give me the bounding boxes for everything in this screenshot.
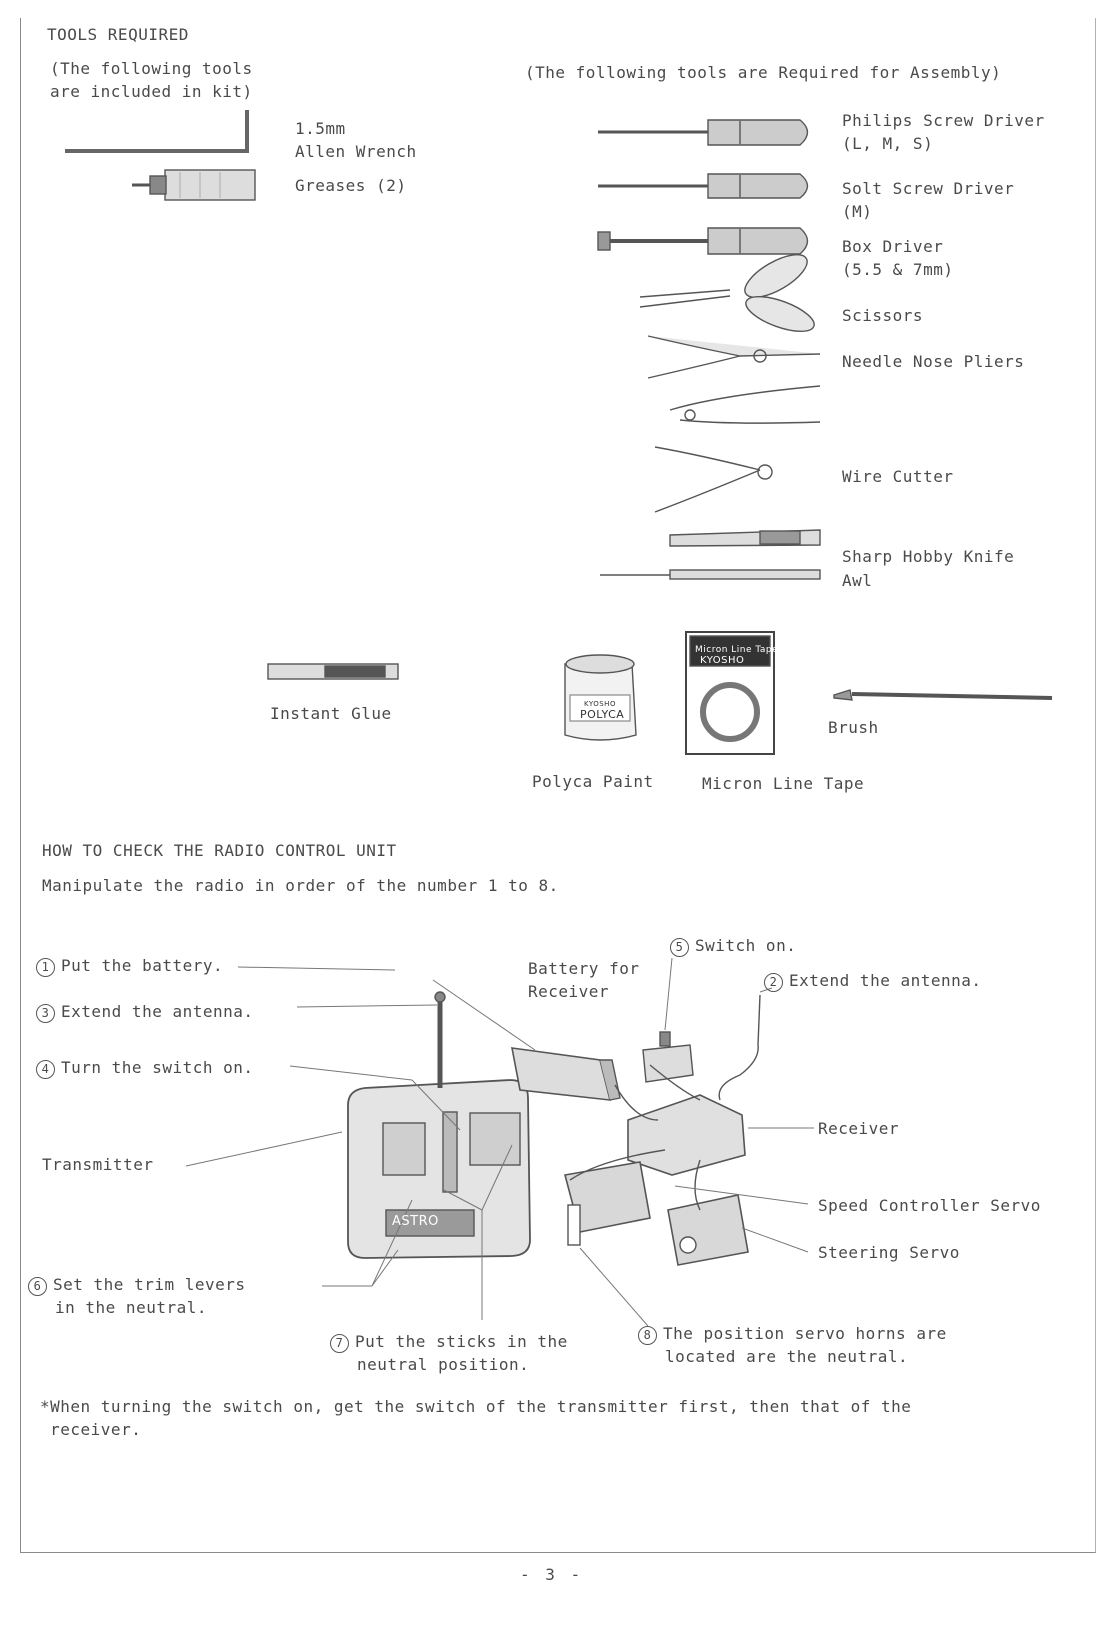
box-label-2: (5.5 & 7mm) <box>842 260 954 279</box>
step-8-text-2: located are the neutral. <box>665 1347 909 1366</box>
micron-tape-icon <box>685 631 775 755</box>
step-1: 1 Put the battery. <box>36 954 223 977</box>
allen-size: 1.5mm <box>295 119 346 138</box>
tape-label-caption: Micron Line Tape <box>702 774 865 793</box>
receiver-icon <box>627 1094 746 1176</box>
included-note-1: (The following tools <box>50 59 253 78</box>
step-5-text: Switch on. <box>695 936 797 955</box>
required-note: (The following tools are Required for As… <box>525 63 1002 82</box>
tape-label: Micron Line Tape <box>695 645 779 655</box>
page-frame <box>20 18 1096 1553</box>
step-7-text-2: neutral position. <box>357 1355 530 1374</box>
transmitter-icon <box>347 991 531 1259</box>
step-2-number: 2 <box>764 973 783 992</box>
step-8-text-1: The position servo horns are <box>663 1324 947 1343</box>
needle-nose-pliers-icon <box>647 335 821 379</box>
grease-tube-icon <box>132 169 256 201</box>
step-8-number: 8 <box>638 1326 657 1345</box>
slot-screwdriver-icon <box>598 173 809 199</box>
steering-servo-icon <box>667 1194 749 1266</box>
step-7-number: 7 <box>330 1334 349 1353</box>
brush-label: Brush <box>828 718 879 737</box>
tape-brand: KYOSHO <box>700 655 745 666</box>
speed-servo-icon <box>564 1161 651 1246</box>
paint-label: Polyca Paint <box>532 772 654 791</box>
cutter-label: Wire Cutter <box>842 467 954 486</box>
radio-heading: HOW TO CHECK THE RADIO CONTROL UNIT <box>42 841 397 860</box>
antenna-wire-icon <box>718 994 761 1101</box>
box-driver-icon <box>597 227 809 255</box>
page-number: - 3 - <box>520 1565 584 1584</box>
cutter-icon <box>669 385 821 424</box>
box-label-1: Box Driver <box>842 237 944 256</box>
philips-label-1: Philips Screw Driver <box>842 111 1045 130</box>
greases: Greases (2) <box>295 176 407 195</box>
step-4: 4 Turn the switch on. <box>36 1056 254 1079</box>
note-line-2: receiver. <box>40 1420 142 1439</box>
step-5-number: 5 <box>670 938 689 957</box>
battery-holder-icon <box>511 1047 621 1101</box>
step-1-number: 1 <box>36 958 55 977</box>
paint-name: POLYCA <box>580 708 625 721</box>
step-8: 8 The position servo horns are <box>638 1322 947 1345</box>
wire-cutter-icon <box>654 446 773 513</box>
step-3: 3 Extend the antenna. <box>36 1000 254 1023</box>
speed-servo-label: Speed Controller Servo <box>818 1196 1041 1215</box>
step-2-text: Extend the antenna. <box>789 971 982 990</box>
instant-glue-icon <box>267 663 399 680</box>
allen-wrench-icon <box>65 110 249 153</box>
hobby-knife-icon <box>669 529 821 547</box>
awl-label: Awl <box>842 571 873 590</box>
glue-label: Instant Glue <box>270 704 392 723</box>
tools-heading: TOOLS REQUIRED <box>47 25 189 44</box>
scissors-label: Scissors <box>842 306 924 325</box>
radio-intro: Manipulate the radio in order of the num… <box>42 876 559 895</box>
philips-label-2: (L, M, S) <box>842 134 934 153</box>
receiver-label: Receiver <box>818 1119 900 1138</box>
included-note-2: are included in kit) <box>50 82 253 101</box>
step-7: 7 Put the sticks in the <box>330 1330 568 1353</box>
battery-label-2: Receiver <box>528 982 610 1001</box>
step-6: 6 Set the trim levers <box>28 1273 246 1296</box>
switch-icon <box>642 1031 694 1083</box>
solt-label-2: (M) <box>842 202 873 221</box>
paint-brand: KYOSHO <box>584 700 616 708</box>
philips-screwdriver-icon <box>598 119 809 146</box>
step-5: 5 Switch on. <box>670 934 796 957</box>
transmitter-label: Transmitter <box>42 1155 154 1174</box>
step-4-text: Turn the switch on. <box>61 1058 254 1077</box>
allen-name: Allen Wrench <box>295 142 417 161</box>
brush-icon <box>833 689 1053 701</box>
note-line-1: *When turning the switch on, get the swi… <box>40 1397 912 1416</box>
pliers-label: Needle Nose Pliers <box>842 352 1025 371</box>
step-3-text: Extend the antenna. <box>61 1002 254 1021</box>
paint-jar-icon <box>564 654 637 741</box>
step-1-text: Put the battery. <box>61 956 224 975</box>
step-4-number: 4 <box>36 1060 55 1079</box>
step-2: 2 Extend the antenna. <box>764 969 982 992</box>
step-6-number: 6 <box>28 1277 47 1296</box>
battery-label-1: Battery for <box>528 959 640 978</box>
awl-icon <box>600 569 821 580</box>
step-3-number: 3 <box>36 1004 55 1023</box>
scissors-icon <box>639 254 815 333</box>
transmitter-brand: ASTRO <box>392 1214 439 1229</box>
step-7-text-1: Put the sticks in the <box>355 1332 568 1351</box>
knife-label: Sharp Hobby Knife <box>842 547 1015 566</box>
steering-servo-label: Steering Servo <box>818 1243 960 1262</box>
solt-label-1: Solt Screw Driver <box>842 179 1015 198</box>
step-6-text-1: Set the trim levers <box>53 1275 246 1294</box>
step-6-text-2: in the neutral. <box>55 1298 207 1317</box>
